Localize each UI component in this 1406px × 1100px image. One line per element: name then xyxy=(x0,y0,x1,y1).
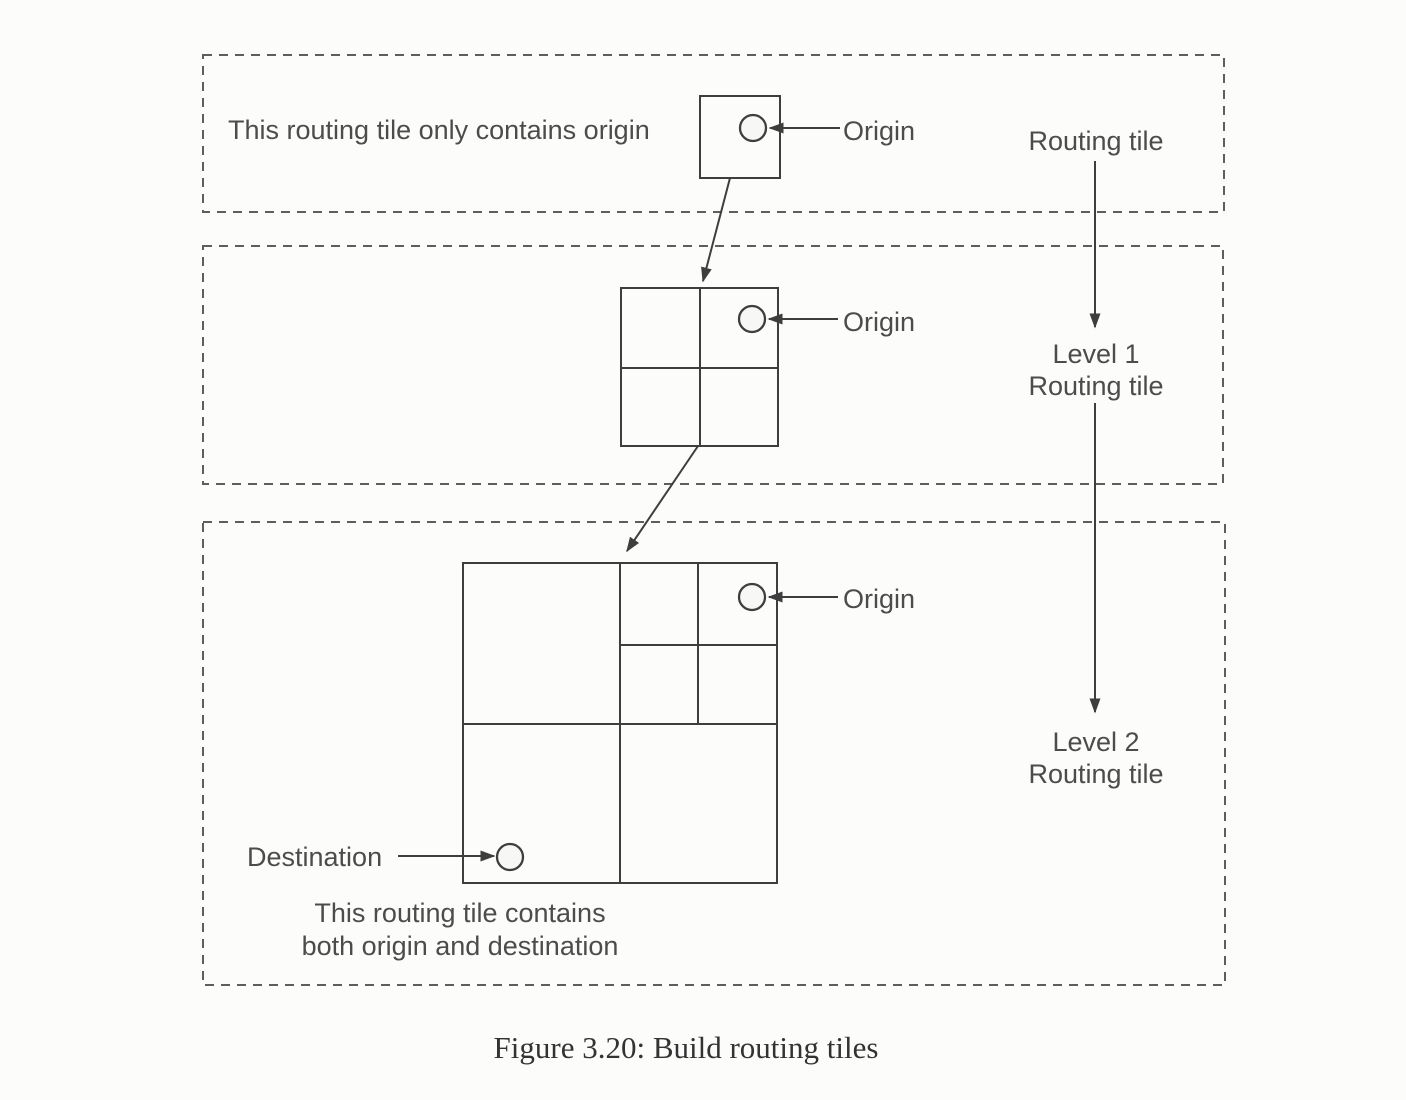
destination-label: Destination xyxy=(247,842,383,872)
level0-panel-border xyxy=(202,54,1225,213)
level1-panel-border xyxy=(202,245,1224,485)
level2-column-label: Level 2 Routing tile xyxy=(1021,726,1171,790)
origin-label-level0: Origin xyxy=(843,116,916,146)
origin-label-level2: Origin xyxy=(843,584,916,614)
level1-column-label-line1: Level 1 xyxy=(1052,339,1140,369)
drilldown-arrow-level1-to-level2 xyxy=(626,445,699,553)
level2-description: This routing tile contains both origin a… xyxy=(260,897,660,963)
routing-tile-column-label: Routing tile xyxy=(1028,126,1164,156)
figure-caption: Figure 3.20: Build routing tiles xyxy=(493,1030,879,1065)
level2-description-line1: This routing tile contains xyxy=(314,898,606,928)
level0-description: This routing tile only contains origin xyxy=(228,115,650,145)
origin-marker-level0 xyxy=(738,113,768,143)
level2-column-label-line2: Routing tile xyxy=(1028,759,1164,789)
level1-column-label-line2: Routing tile xyxy=(1028,371,1164,401)
level0-tile xyxy=(699,95,781,179)
origin-marker-level2 xyxy=(737,582,767,612)
destination-marker xyxy=(495,842,525,872)
drilldown-arrow-level0-to-level1 xyxy=(701,177,731,283)
origin-label-level1: Origin xyxy=(843,307,916,337)
level2-column-label-line1: Level 2 xyxy=(1052,727,1140,757)
level1-column-label: Level 1 Routing tile xyxy=(1021,338,1171,402)
origin-marker-level1 xyxy=(737,304,767,334)
level2-description-line2: both origin and destination xyxy=(301,931,619,961)
level2-panel-border xyxy=(202,521,1226,986)
